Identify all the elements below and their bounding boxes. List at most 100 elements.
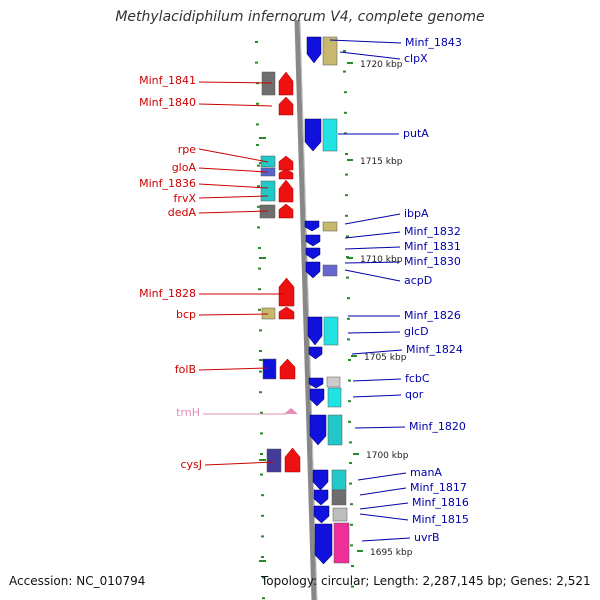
reverse-gene-label: Minf_1815 xyxy=(412,513,469,526)
gene-block-light-gray xyxy=(326,376,341,388)
reverse-label-leader xyxy=(344,246,401,250)
forward-gene-arrow xyxy=(278,96,294,116)
tick-mark xyxy=(343,50,346,52)
reverse-gene-arrow xyxy=(304,220,320,232)
major-tick-mark xyxy=(259,560,266,562)
tick-mark xyxy=(345,153,348,155)
forward-label-leader xyxy=(198,148,269,163)
forward-gene-arrow xyxy=(278,277,295,307)
tick-mark xyxy=(343,70,346,73)
reverse-label-leader xyxy=(344,261,401,264)
gene-block-indigo xyxy=(266,448,282,473)
tick-mark xyxy=(344,132,347,135)
reverse-gene-label: uvrB xyxy=(414,531,440,544)
forward-gene-arrow xyxy=(278,203,294,219)
kbp-tick xyxy=(347,62,353,64)
tick-mark xyxy=(347,297,350,300)
genome-line xyxy=(294,19,317,600)
reverse-gene-arrow xyxy=(309,388,325,407)
forward-gene-arrow xyxy=(278,179,294,203)
forward-gene-label: Minf_1841 xyxy=(139,74,196,87)
tick-mark xyxy=(257,226,260,229)
kbp-marker-label: 1695 kbp xyxy=(370,548,413,558)
tick-marks xyxy=(255,41,354,600)
label-leader-lines xyxy=(198,39,411,542)
forward-gene-label: cysJ xyxy=(180,458,202,471)
trna-gene-marker xyxy=(284,408,298,414)
tick-mark xyxy=(344,111,347,114)
reverse-gene-arrow xyxy=(308,346,323,360)
forward-gene-arrow xyxy=(278,155,294,171)
reverse-gene-arrow xyxy=(305,261,321,279)
tick-mark xyxy=(349,482,352,485)
tick-mark xyxy=(258,247,261,249)
forward-gene-label: Minf_1836 xyxy=(139,177,196,190)
reverse-label-leader xyxy=(359,487,407,496)
tick-mark xyxy=(260,411,263,414)
reverse-gene-arrow xyxy=(305,247,321,260)
tick-mark xyxy=(346,276,349,279)
reverse-gene-label: putA xyxy=(403,127,429,140)
tick-mark xyxy=(260,453,263,455)
reverse-gene-label: Minf_1830 xyxy=(404,255,461,268)
gene-block-cyan xyxy=(260,180,276,202)
tick-mark xyxy=(259,329,262,332)
reverse-gene-arrow xyxy=(312,469,329,491)
genome-stats: Topology: circular; Length: 2,287,145 bp… xyxy=(261,574,591,588)
reverse-label-leader xyxy=(359,502,409,510)
tick-mark xyxy=(260,432,263,435)
tick-mark xyxy=(344,91,347,94)
reverse-gene-label: clpX xyxy=(404,52,428,65)
tick-mark xyxy=(258,308,261,311)
reverse-label-leader xyxy=(359,513,409,521)
forward-label-leader xyxy=(198,167,269,173)
tick-mark xyxy=(348,420,351,423)
forward-gene-label: trnH xyxy=(176,406,200,419)
reverse-gene-arrow xyxy=(309,414,327,446)
forward-label-leader xyxy=(198,210,269,214)
tick-mark xyxy=(348,400,351,403)
forward-gene-label: bcp xyxy=(176,308,196,321)
gene-features xyxy=(259,36,350,565)
reverse-label-leader xyxy=(352,394,402,398)
tick-mark xyxy=(258,288,261,291)
tick-mark xyxy=(350,503,353,506)
tick-mark xyxy=(261,556,264,558)
tick-mark xyxy=(351,565,354,567)
reverse-gene-label: Minf_1826 xyxy=(404,309,461,322)
tick-mark xyxy=(347,338,350,341)
forward-gene-label: frvX xyxy=(174,192,197,205)
reverse-gene-arrow xyxy=(308,377,324,389)
gene-block-olive xyxy=(261,307,276,320)
forward-label-leader xyxy=(204,461,275,466)
reverse-gene-label: Minf_1820 xyxy=(409,420,466,433)
tick-mark xyxy=(259,370,262,373)
reverse-label-leader xyxy=(351,349,403,355)
reverse-gene-arrow xyxy=(304,118,322,152)
gene-block-gray xyxy=(331,489,347,506)
gene-block-cyan xyxy=(331,469,347,491)
gene-block-olive xyxy=(322,36,338,66)
kbp-marker-label: 1700 kbp xyxy=(366,451,409,461)
tick-mark xyxy=(346,235,349,238)
tick-mark xyxy=(259,350,262,352)
kbp-tick xyxy=(351,355,357,357)
gene-block-cyan xyxy=(323,316,339,346)
tick-mark xyxy=(257,164,260,167)
reverse-gene-label: Minf_1816 xyxy=(412,496,469,509)
tick-mark xyxy=(259,391,262,394)
tick-mark xyxy=(255,41,258,43)
reverse-gene-label: qor xyxy=(405,388,424,401)
reverse-label-leader xyxy=(357,472,407,481)
tick-mark xyxy=(257,205,260,208)
kbp-tick xyxy=(353,453,359,455)
major-tick-mark xyxy=(259,459,266,461)
gene-block-blue xyxy=(262,358,277,380)
tick-mark xyxy=(256,123,259,126)
tick-mark xyxy=(350,544,353,547)
reverse-gene-label: Minf_1843 xyxy=(405,36,462,49)
tick-mark xyxy=(261,514,264,517)
reverse-label-leader xyxy=(352,378,402,382)
reverse-gene-label: ibpA xyxy=(404,207,429,220)
